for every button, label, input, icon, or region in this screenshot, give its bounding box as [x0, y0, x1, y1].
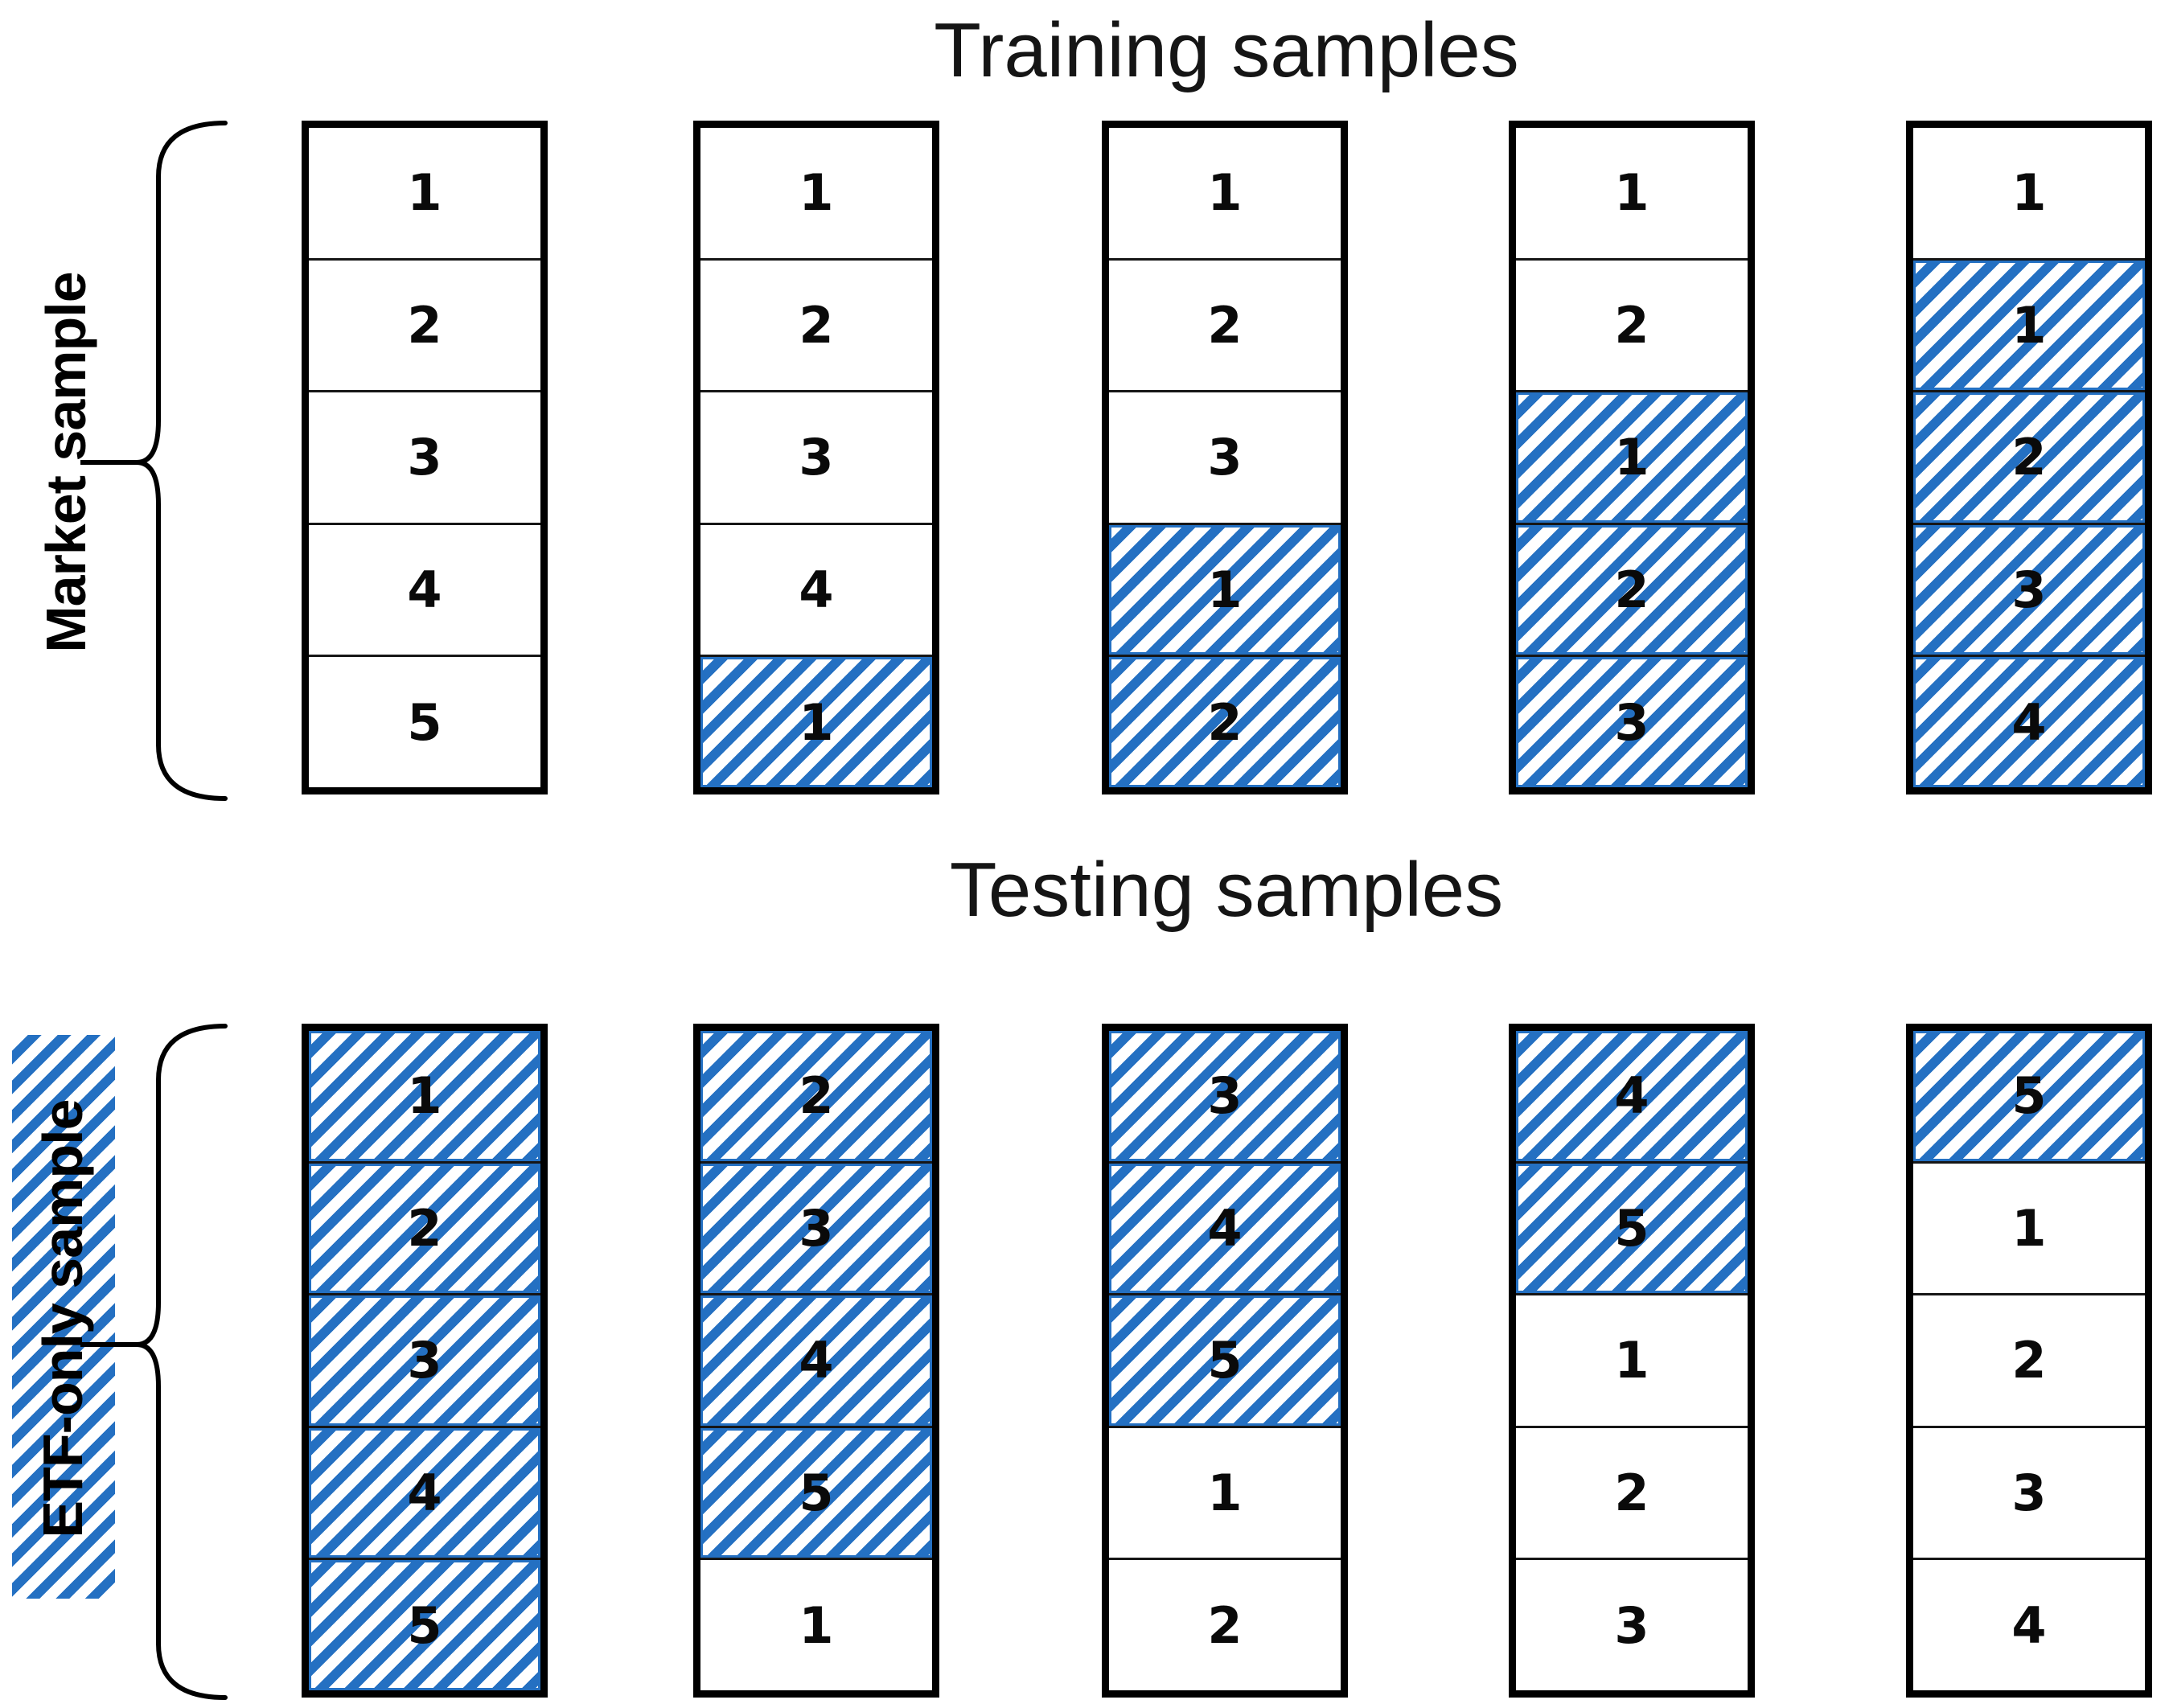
fold-cell: 3 [1913, 1425, 2145, 1558]
fold-cell: 3 [1913, 522, 2145, 655]
fold-cell: 3 [309, 1293, 540, 1426]
fold-cell: 5 [1516, 1160, 1748, 1294]
fold-cell: 2 [309, 257, 540, 391]
fold-cell: 1 [1913, 1160, 2145, 1294]
fold-cell: 1 [1516, 390, 1748, 523]
fold-cell: 1 [309, 1031, 540, 1161]
fold-cell: 1 [700, 655, 932, 787]
fold-cell: 2 [700, 1031, 932, 1161]
fold-cell: 3 [700, 1160, 932, 1294]
fold-cell: 1 [1109, 1425, 1341, 1558]
testing-box-1: 1 2 3 4 5 [302, 1024, 548, 1698]
testing-box-5: 5 1 2 3 4 [1906, 1024, 2152, 1698]
fold-cell: 4 [309, 522, 540, 655]
training-box-2: 1 2 3 4 1 [693, 121, 939, 794]
training-box-3: 1 2 3 1 2 [1102, 121, 1348, 794]
fold-cell: 3 [700, 390, 932, 523]
etf-sample-brace [80, 1024, 228, 1700]
fold-cell: 4 [1109, 1160, 1341, 1294]
testing-box-2: 2 3 4 5 1 [693, 1024, 939, 1698]
fold-cell: 2 [700, 257, 932, 391]
fold-cell: 2 [1109, 257, 1341, 391]
fold-cell: 1 [799, 163, 834, 223]
fold-cell: 5 [1913, 1031, 2145, 1161]
fold-cell: 5 [309, 1558, 540, 1690]
fold-cell: 1 [1913, 257, 2145, 391]
fold-cell: 2 [1109, 1558, 1341, 1690]
fold-cell: 1 [1516, 1293, 1748, 1426]
fold-cell: 4 [309, 1425, 540, 1558]
fold-cell: 2 [1109, 655, 1341, 787]
fold-cell: 4 [700, 522, 932, 655]
fold-cell: 2 [1516, 257, 1748, 391]
fold-cell: 1 [2011, 163, 2047, 223]
testing-box-4: 4 5 1 2 3 [1509, 1024, 1755, 1698]
fold-cell: 3 [1109, 390, 1341, 523]
fold-cell: 1 [700, 1558, 932, 1690]
fold-cell: 5 [309, 655, 540, 787]
fold-cell: 3 [1109, 1031, 1341, 1161]
fold-cell: 2 [1516, 522, 1748, 655]
fold-cell: 2 [1516, 1425, 1748, 1558]
fold-cell: 1 [1109, 522, 1341, 655]
market-sample-brace [80, 121, 228, 801]
etf-sample-hatch-swatch [12, 1035, 115, 1599]
fold-cell: 1 [1207, 163, 1243, 223]
testing-box-3: 3 4 5 1 2 [1102, 1024, 1348, 1698]
training-box-5: 1 1 2 3 4 [1906, 121, 2152, 794]
training-box-4: 1 2 1 2 3 [1509, 121, 1755, 794]
fold-cell: 4 [1516, 1031, 1748, 1161]
fold-cell: 2 [309, 1160, 540, 1294]
fold-cell: 5 [1109, 1293, 1341, 1426]
fold-cell: 1 [407, 163, 442, 223]
fold-cell: 3 [1516, 1558, 1748, 1690]
fold-cell: 4 [1913, 1558, 2145, 1690]
fold-cell: 1 [1614, 163, 1649, 223]
fold-cell: 5 [700, 1425, 932, 1558]
testing-samples-title: Testing samples [949, 847, 1504, 933]
training-box-1: 1 2 3 4 5 [302, 121, 548, 794]
fold-cell: 4 [1913, 655, 2145, 787]
fold-cell: 3 [309, 390, 540, 523]
fold-cell: 2 [1913, 390, 2145, 523]
fold-cell: 2 [1913, 1293, 2145, 1426]
fold-cell: 4 [700, 1293, 932, 1426]
fold-cell: 3 [1516, 655, 1748, 787]
training-samples-title: Training samples [934, 7, 1519, 93]
